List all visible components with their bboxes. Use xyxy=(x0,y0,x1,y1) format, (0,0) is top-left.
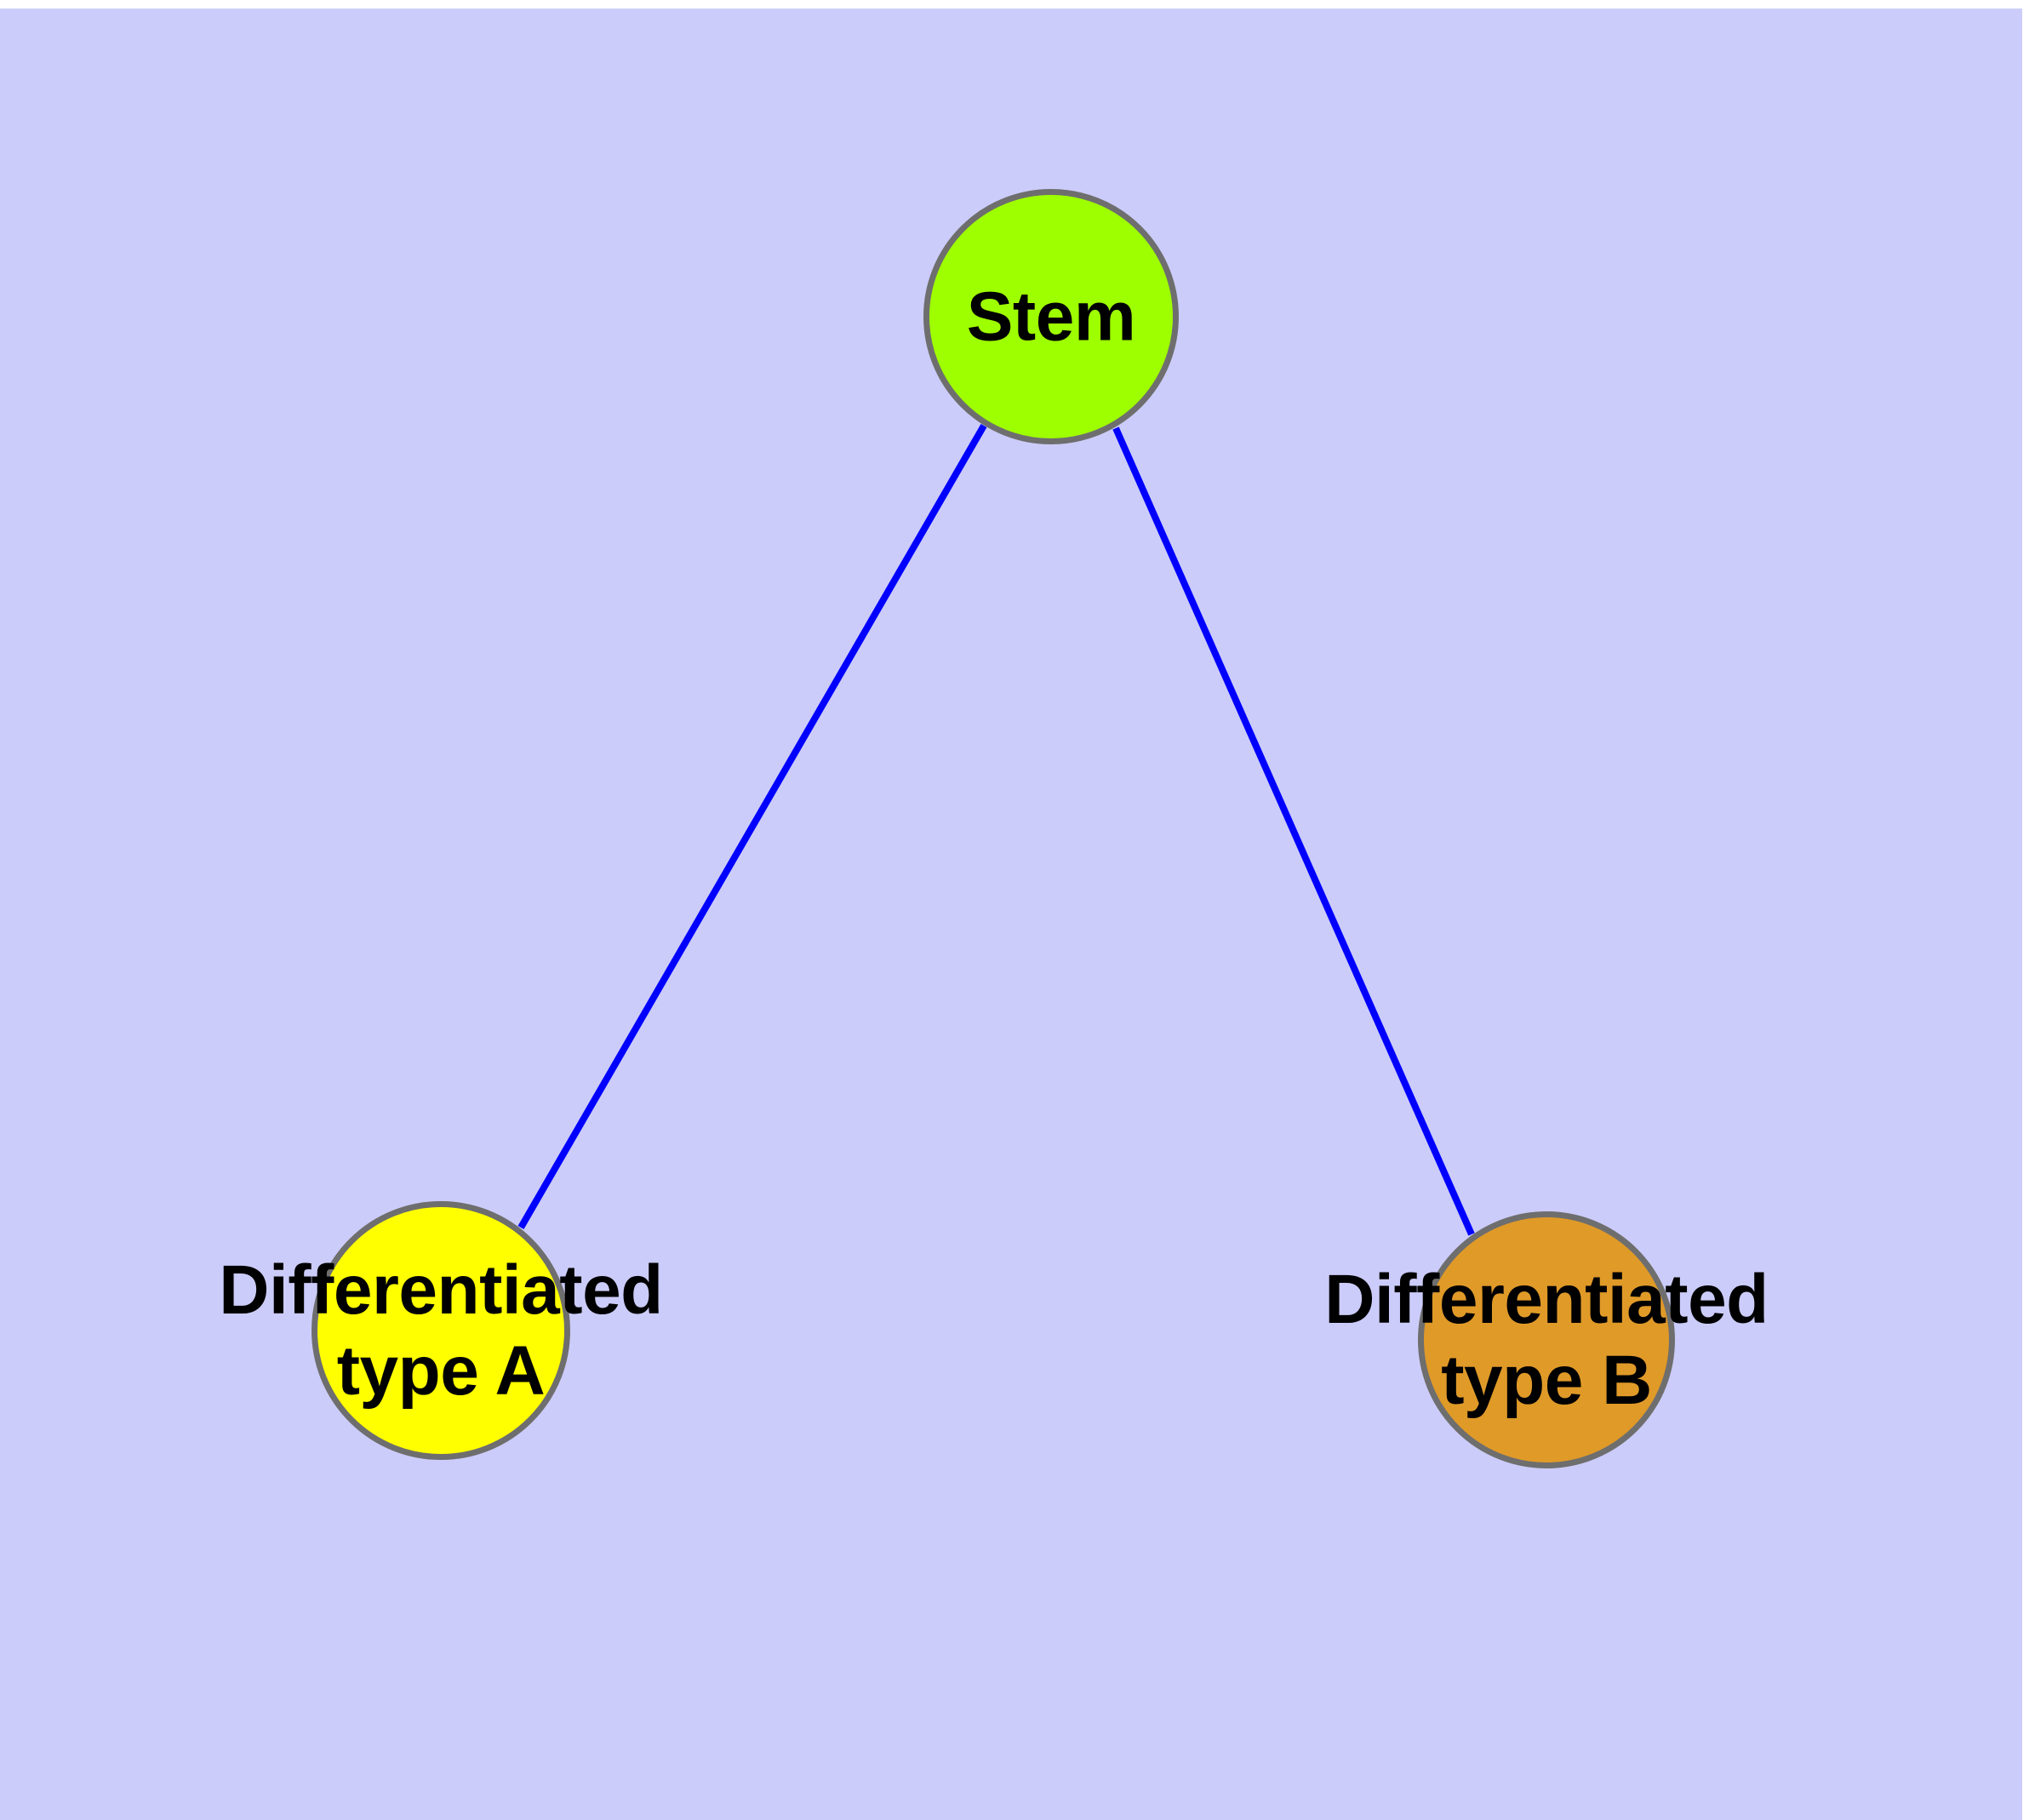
node-layer xyxy=(311,189,1675,1468)
node-differentiated-type-a[interactable] xyxy=(311,1201,570,1460)
edge-stem-to-differentiated-type-b xyxy=(1112,426,1475,1236)
node-stem[interactable] xyxy=(923,189,1179,444)
edge-stem-to-differentiated-type-a xyxy=(517,423,987,1230)
edge-layer xyxy=(517,423,1475,1236)
node-differentiated-type-b[interactable] xyxy=(1418,1211,1675,1468)
